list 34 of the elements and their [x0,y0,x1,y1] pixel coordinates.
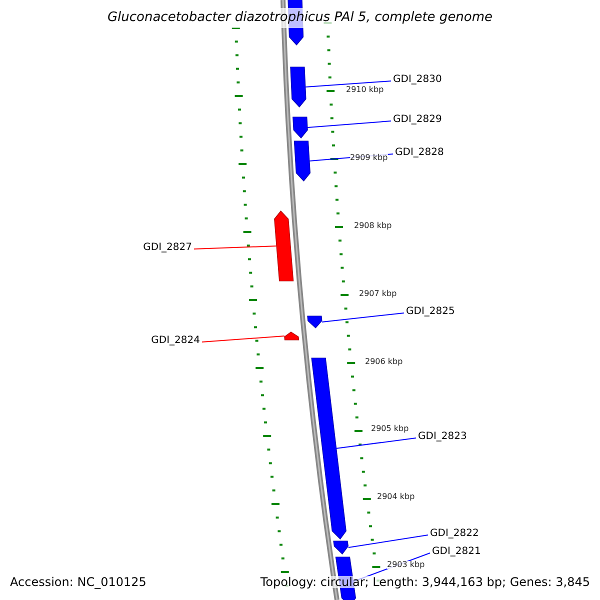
gene-label: GDI_2830 [393,75,442,85]
gene-label: GDI_2821 [432,547,481,557]
gene-label: GDI_2827 [143,243,192,253]
gene-feature [292,116,308,138]
leader-line [194,246,277,250]
tick-label: 2907 kbp [359,290,397,298]
tick-label: 2905 kbp [371,425,409,433]
tick-label: 2908 kbp [354,222,392,230]
tick-label: 2906 kbp [365,358,403,366]
leader-line [304,80,392,88]
gene-label: GDI_2824 [151,336,200,346]
tick-label: 2910 kbp [346,86,384,94]
gene-label: GDI_2823 [418,432,467,442]
leader-line [322,312,404,322]
leader-line [307,120,392,128]
tick-label: 2904 kbp [377,493,415,501]
leader-line [202,336,285,342]
accession-text: Accession: NC_010125 [10,576,146,588]
gene-label: GDI_2829 [393,115,442,125]
gene-label: GDI_2828 [395,148,444,158]
gene-label: GDI_2825 [406,307,455,317]
genome-summary-text: Topology: circular; Length: 3,944,163 bp; Genes: 3,845 [260,576,590,588]
leader-line [348,534,428,548]
leader-line [335,438,416,449]
gene-feature [284,332,300,340]
gene-feature [311,358,346,540]
title: Gluconacetobacter diazotrophicus PAl 5, complete genome [106,11,494,24]
gene-feature [307,316,322,328]
gene-label: GDI_2822 [430,529,479,539]
gene-feature [274,210,294,282]
gene-feature [294,140,310,182]
gene-feature [290,66,306,108]
tick-label: 2903 kbp [387,561,425,569]
tick-label: 2909 kbp [350,154,388,162]
